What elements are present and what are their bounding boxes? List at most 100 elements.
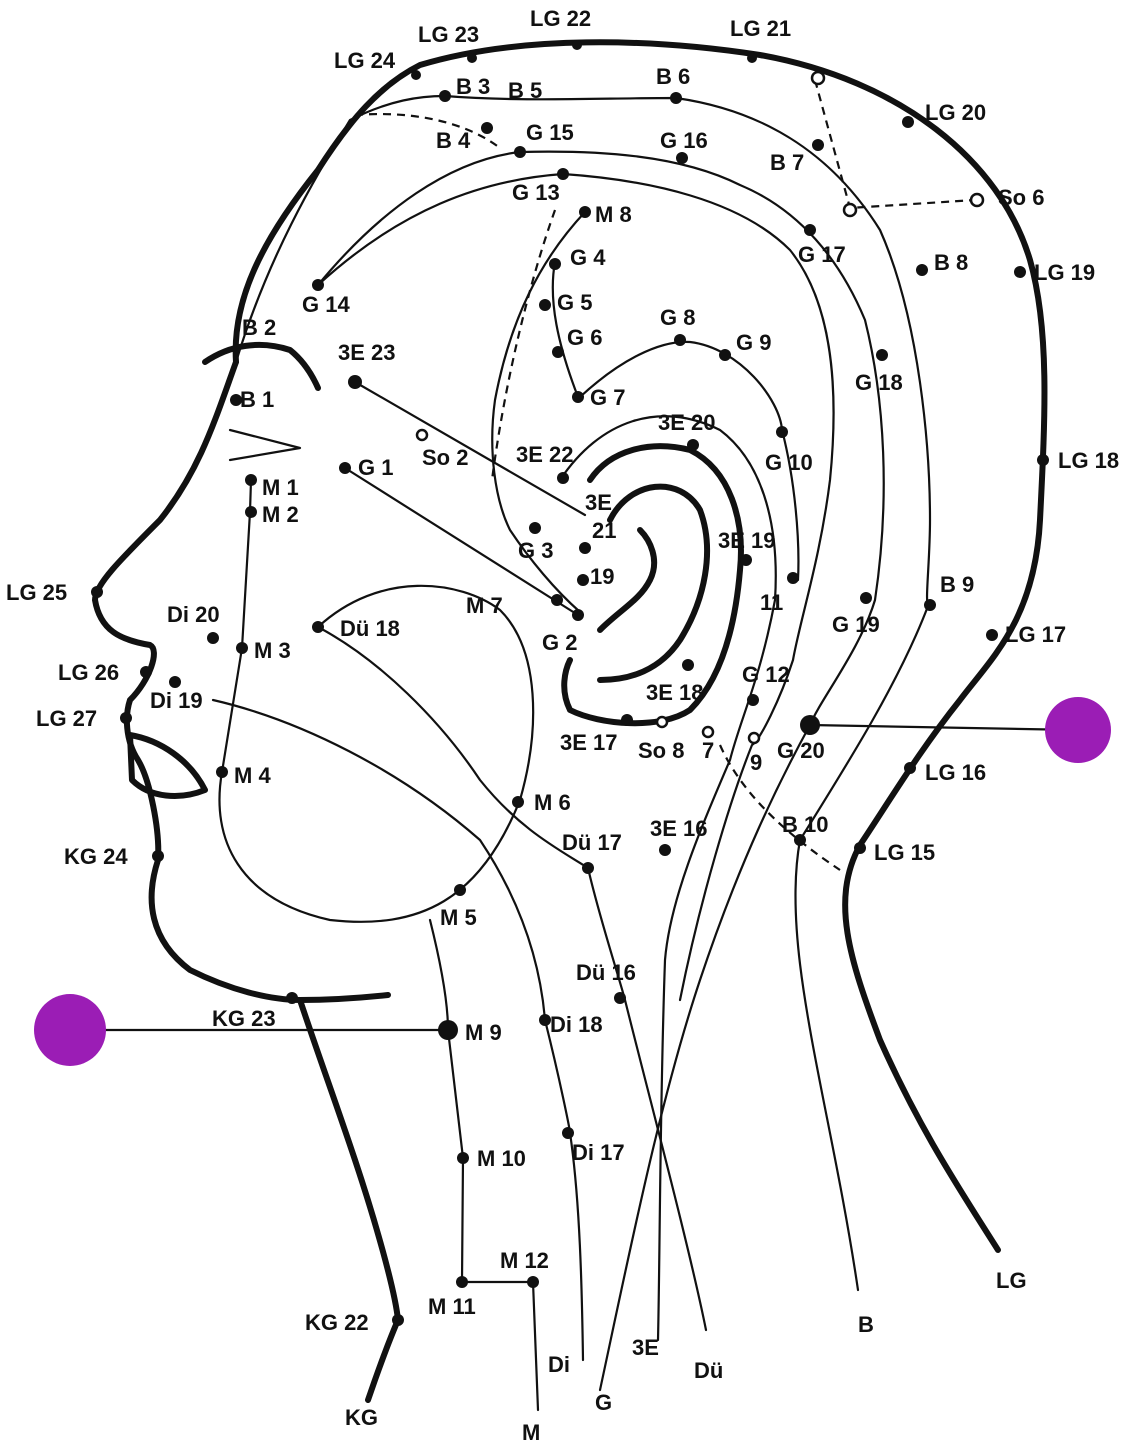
- label-b1: B 1: [240, 387, 274, 412]
- label-m: M: [522, 1420, 540, 1445]
- point: [339, 462, 351, 474]
- point: [539, 299, 551, 311]
- label-lg23: LG 23: [418, 22, 479, 47]
- label-di20: Di 20: [167, 602, 220, 627]
- label-m7: M 7: [466, 593, 503, 618]
- point: [800, 715, 820, 735]
- point: [286, 992, 298, 1004]
- label-g7: G 7: [590, 385, 625, 410]
- acupuncture-points: [91, 40, 1049, 1326]
- point: [582, 862, 594, 874]
- point: [804, 224, 816, 236]
- label-g8: G 8: [660, 305, 695, 330]
- label-g4: G 4: [570, 245, 606, 270]
- point: [551, 594, 563, 606]
- label-di18: Di 18: [550, 1012, 603, 1037]
- point: [621, 714, 633, 726]
- label-m3: M 3: [254, 638, 291, 663]
- point: [549, 258, 561, 270]
- label-b6: B 6: [656, 64, 690, 89]
- point: [740, 554, 752, 566]
- label-du: Dü: [694, 1358, 723, 1383]
- point: [411, 70, 421, 80]
- point: [854, 842, 866, 854]
- label-m1: M 1: [262, 475, 299, 500]
- point: [529, 522, 541, 534]
- label-du17: Dü 17: [562, 830, 622, 855]
- point-labels: LG 24 LG 23 LG 22 LG 21 LG 20 B 3 B 5 B …: [6, 6, 1119, 1445]
- label-lg18: LG 18: [1058, 448, 1119, 473]
- label-g18: G 18: [855, 370, 903, 395]
- highlight-marker-left: [34, 994, 106, 1066]
- point: [924, 599, 936, 611]
- label-lg25: LG 25: [6, 580, 67, 605]
- label-g1: G 1: [358, 455, 393, 480]
- point: [169, 676, 181, 688]
- point: [456, 1276, 468, 1288]
- label-b2: B 2: [242, 315, 276, 340]
- label-g9: G 9: [736, 330, 771, 355]
- point: [703, 727, 713, 737]
- point: [514, 146, 526, 158]
- label-lg19: LG 19: [1034, 260, 1095, 285]
- label-kg24: KG 24: [64, 844, 128, 869]
- label-kg: KG: [345, 1405, 378, 1430]
- label-m8: M 8: [595, 202, 632, 227]
- point: [670, 92, 682, 104]
- label-lg22: LG 22: [530, 6, 591, 31]
- label-9: 9: [750, 750, 762, 775]
- label-b: B: [858, 1312, 874, 1337]
- label-21: 21: [592, 518, 616, 543]
- label-11: 11: [760, 590, 783, 615]
- label-g: G: [595, 1390, 612, 1415]
- label-m6: M 6: [534, 790, 571, 815]
- point: [312, 621, 324, 633]
- label-g19: G 19: [832, 612, 880, 637]
- point: [467, 53, 477, 63]
- label-g6: G 6: [567, 325, 602, 350]
- point: [1014, 266, 1026, 278]
- point: [787, 572, 799, 584]
- point: [687, 439, 699, 451]
- point: [749, 733, 759, 743]
- label-lg: LG: [996, 1268, 1027, 1293]
- label-lg26: LG 26: [58, 660, 119, 685]
- point: [91, 586, 103, 598]
- label-di19: Di 19: [150, 688, 203, 713]
- label-m12: M 12: [500, 1248, 549, 1273]
- highlight-marker-right: [1045, 697, 1111, 763]
- label-19: 19: [590, 564, 614, 589]
- label-b5: B 5: [508, 78, 542, 103]
- label-m2: M 2: [262, 502, 299, 527]
- label-e23: 3E 23: [338, 340, 396, 365]
- point: [392, 1314, 404, 1326]
- label-so6: So 6: [998, 185, 1044, 210]
- label-g16: G 16: [660, 128, 708, 153]
- point: [676, 152, 688, 164]
- label-g10: G 10: [765, 450, 813, 475]
- label-lg20: LG 20: [925, 100, 986, 125]
- label-3e-21: 3E: [585, 490, 612, 515]
- label-g3: G 3: [518, 538, 553, 563]
- point: [572, 391, 584, 403]
- point: [971, 194, 983, 206]
- label-b10: B 10: [782, 812, 828, 837]
- label-m11: M 11: [428, 1294, 476, 1319]
- point: [776, 426, 788, 438]
- point: [860, 592, 872, 604]
- label-di: Di: [548, 1352, 570, 1377]
- point: [216, 766, 228, 778]
- label-lg15: LG 15: [874, 840, 935, 865]
- point: [152, 850, 164, 862]
- label-kg22: KG 22: [305, 1310, 369, 1335]
- point: [140, 666, 152, 678]
- label-g14: G 14: [302, 292, 350, 317]
- label-g12: G 12: [742, 662, 790, 687]
- point: [557, 472, 569, 484]
- label-e22: 3E 22: [516, 442, 574, 467]
- label-g2: G 2: [542, 630, 577, 655]
- point: [439, 90, 451, 102]
- point: [1037, 454, 1049, 466]
- label-m10: M 10: [477, 1146, 526, 1171]
